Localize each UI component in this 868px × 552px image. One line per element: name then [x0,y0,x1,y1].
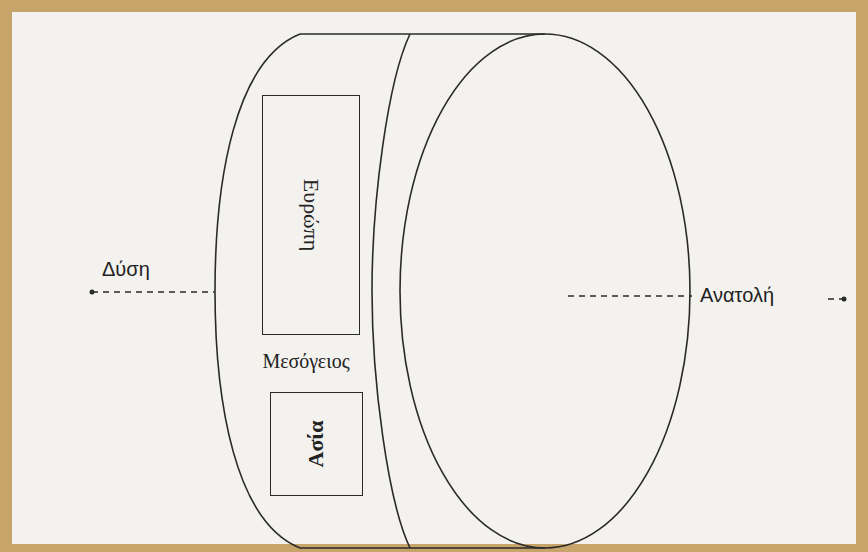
west-axis-line [92,291,214,292]
continent-box: Ευρώπη [262,95,360,335]
axis-dot [842,297,847,302]
direction-label: Δύση [102,258,150,280]
continent-box: Ασία [270,392,363,496]
front-face [400,34,690,548]
axis-dot [90,290,95,295]
continent-name: Ευρώπη [300,179,322,251]
sea-label: Μεσόγειος [262,350,349,372]
top-edge [300,33,545,35]
direction-label: Ανατολή [700,284,774,306]
bottom-edge [300,547,545,549]
rim-curve [372,34,410,548]
continent-name: Ασία [306,421,328,468]
east-axis-line [568,295,692,296]
